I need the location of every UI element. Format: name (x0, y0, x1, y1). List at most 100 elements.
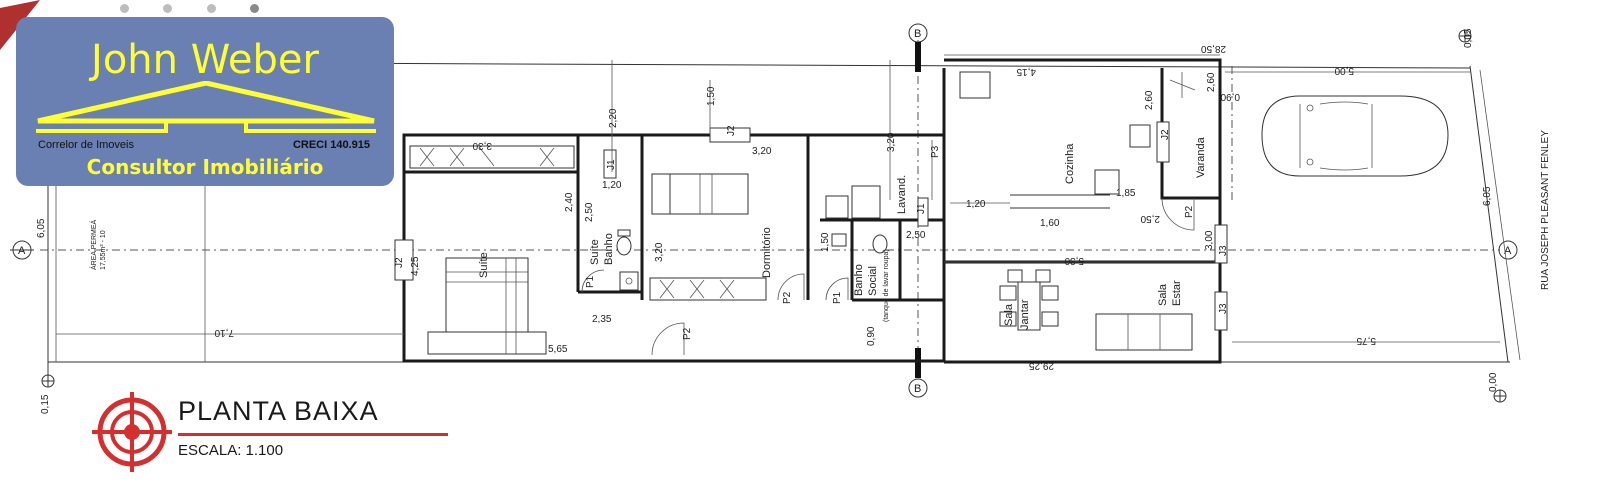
dim-28-50: 28,50 (1201, 43, 1226, 54)
room-sala-jantar-line2: Jantar (1019, 299, 1031, 330)
dim-2-50-suite: 2,50 (584, 202, 595, 222)
title-underline (178, 433, 448, 436)
service-note: (tanque de lavar roupa) (883, 249, 890, 322)
dim-6-05-left: 6,05 (36, 218, 47, 238)
dim-2-35: 2,35 (592, 314, 612, 325)
door-label-p2-entry: P2 (682, 327, 693, 340)
dim-2-50-kitchen: 2,50 (1140, 213, 1160, 224)
brand-logo: John Weber Correlor de Imoveis CRECI 140… (16, 17, 394, 186)
room-dormitorio: Dormitório (761, 227, 773, 278)
door-p2-dormitorio (777, 273, 805, 301)
toilet-icon (616, 229, 632, 256)
dim-2-40: 2,40 (564, 192, 575, 212)
room-suite-banho-line2: Banho (603, 233, 615, 265)
sofa-icon (1095, 313, 1193, 351)
plant-icon (1169, 72, 1196, 98)
room-sala-estar-line1: Sala (1157, 283, 1169, 306)
roof-logo-icon (36, 81, 376, 133)
dim-0-90-varanda: 0,90 (1220, 91, 1240, 102)
dim-29-25: 29,25 (1029, 360, 1054, 371)
dormitorio-wall (642, 133, 810, 300)
section-b-bottom-label: B (914, 383, 921, 395)
fridge-icon (959, 71, 991, 99)
wardrobe-dormitorio-icon (649, 277, 767, 301)
dim-5-00: 5,00 (1334, 65, 1354, 76)
door-p2-varanda (1161, 197, 1195, 231)
lot-right-line (1469, 65, 1509, 363)
shower-icon (619, 271, 639, 291)
room-banho-social-line1: Banho (853, 264, 865, 296)
section-marker-b-icon (908, 348, 928, 398)
section-b-top-label: B (914, 28, 921, 40)
kitchen-counter (1010, 194, 1110, 209)
section-a-left-label: A (18, 245, 26, 257)
room-varanda: Varanda (1195, 136, 1207, 178)
door-p2-entry (651, 322, 685, 356)
bed-icon (427, 257, 547, 355)
area-note-line2: 17,55m² - 10 (100, 230, 107, 270)
room-suite: Suíte (478, 252, 490, 278)
dim-1-20-kitchen: 1,20 (966, 199, 986, 210)
dim-2-50-bath: 2,50 (906, 230, 926, 241)
dim-3-30: 3,30 (472, 140, 492, 151)
section-a-right-label: A (1504, 245, 1512, 257)
room-cozinha: Cozinha (1064, 143, 1076, 184)
dining-table-icon (999, 269, 1059, 331)
dim-3-20-dorm-height: 3,20 (654, 242, 665, 262)
door-label-p2-varanda: P2 (1184, 205, 1195, 218)
dim-1-50-bath: 1,50 (820, 232, 831, 252)
brand-creci: CRECI 140.915 (292, 139, 370, 151)
window-j3-upper (1214, 224, 1228, 264)
room-sala-jantar-line1: Sala (1003, 303, 1015, 326)
dim-1-85: 1,85 (1116, 188, 1136, 199)
carousel-dot-4[interactable] (250, 4, 260, 13)
section-marker-a-icon (1498, 240, 1518, 260)
dim-2-20: 2,20 (608, 108, 619, 128)
stove-icon (1094, 169, 1120, 195)
carousel-dot-3[interactable] (206, 4, 216, 13)
window-label-j1-laundry: J1 (916, 203, 927, 214)
dim-5-30: 5,30 (1064, 255, 1084, 266)
room-lavanderia: Lavand. (896, 175, 908, 214)
door-label-p1-bath: P1 (832, 291, 843, 304)
area-note-line1: ÁREA PERMEÁ (89, 219, 98, 270)
dim-3-20-laundry: 3,20 (886, 132, 897, 152)
dim-4-15: 4,15 (1016, 66, 1036, 77)
window-label-j3-lower: J3 (1218, 303, 1229, 314)
window-j1-suite-bath (603, 149, 617, 179)
dim-1-60: 1,60 (1040, 218, 1060, 229)
dim-2-60-varanda: 2,60 (1206, 72, 1217, 92)
level-marker-icon (1493, 389, 1507, 403)
carousel-dots (120, 0, 289, 13)
dim-0-90-bath: 0,90 (866, 326, 877, 346)
room-banho-social-line2: Social (867, 266, 879, 296)
window-label-j2-dorm: J2 (726, 125, 737, 136)
dim-line-6-05-right (1479, 69, 1521, 361)
door-p1-suite-bath (581, 269, 605, 293)
dim-3-00: 3,00 (1204, 230, 1215, 250)
washing-machine-icon (851, 185, 881, 219)
brand-tagline: Consultor Imobiliário (86, 155, 324, 179)
wardrobe-suite-icon (409, 145, 575, 169)
dim-0-15: 0,15 (40, 394, 51, 414)
plan-title-block: PLANTA BAIXA ESCALA: 1.100 (92, 388, 452, 478)
carousel-dot-2[interactable] (163, 4, 173, 13)
window-j2-suite (394, 239, 414, 281)
window-j2-cozinha (1156, 121, 1170, 163)
door-label-p2-dorm: P2 (782, 291, 793, 304)
toilet-icon (872, 234, 888, 254)
car-icon (1261, 95, 1449, 177)
dim-4-25: 4,25 (410, 256, 421, 276)
section-marker-a-icon (10, 240, 34, 260)
door-p1-bath (825, 277, 849, 301)
room-suite-banho-line1: Suíte (589, 239, 601, 265)
dim-6-05-right: 6,05 (1482, 186, 1493, 206)
level-marker-icon (1458, 29, 1472, 43)
brand-corretor: Correlor de Imoveis (38, 139, 134, 151)
level-marker-icon (41, 374, 55, 388)
window-label-j3-upper: J3 (1218, 245, 1229, 256)
sink-icon (831, 233, 847, 247)
laundry-tank-icon (825, 195, 849, 219)
dim-5-65: 5,65 (548, 344, 568, 355)
carousel-dot-1[interactable] (120, 4, 129, 13)
